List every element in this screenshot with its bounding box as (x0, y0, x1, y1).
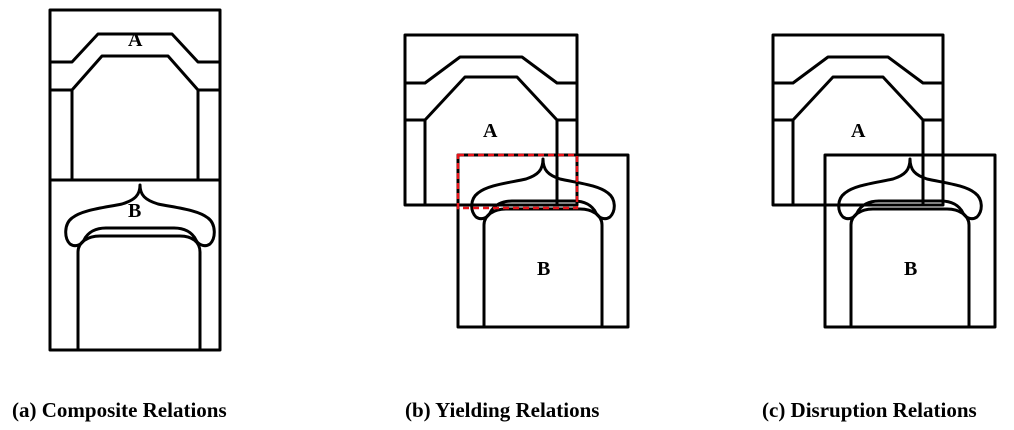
label-a: A (851, 120, 866, 142)
element-a-frame (771, 33, 945, 207)
caption-yielding: (b) Yielding Relations (405, 398, 600, 422)
element-a-shape (48, 32, 222, 182)
overlap-highlight (456, 153, 579, 210)
label-b: B (128, 200, 141, 222)
element-b-frame (823, 153, 997, 329)
label-a: A (128, 29, 143, 51)
label-b: B (537, 258, 550, 280)
panel-disruption: A B (771, 33, 997, 329)
label-b: B (904, 258, 917, 280)
element-a-frame (403, 33, 579, 207)
panel-yielding: A B (403, 33, 630, 329)
element-b-frame (456, 153, 630, 329)
element-b-shape (64, 183, 216, 352)
label-a: A (483, 120, 498, 142)
caption-composite: (a) Composite Relations (12, 398, 227, 422)
caption-disruption: (c) Disruption Relations (762, 398, 977, 422)
panel-composite: A B (48, 8, 222, 352)
